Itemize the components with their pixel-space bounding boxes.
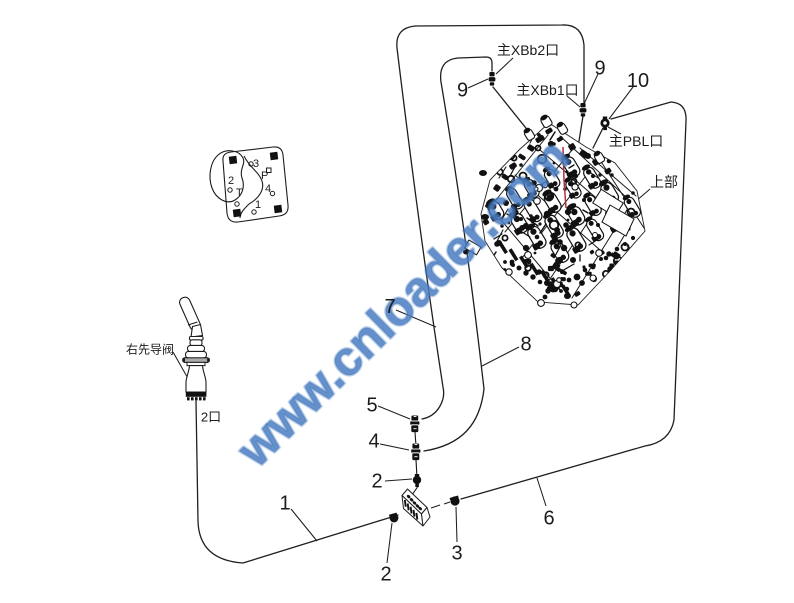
svg-text:1: 1	[279, 493, 290, 515]
svg-text:主XBb1口: 主XBb1口	[516, 82, 578, 98]
svg-text:10: 10	[627, 70, 649, 92]
svg-text:2: 2	[371, 471, 382, 493]
svg-text:5: 5	[366, 395, 377, 417]
svg-text:1: 1	[255, 199, 261, 211]
svg-text:8: 8	[520, 334, 531, 356]
svg-text:上部: 上部	[650, 174, 678, 190]
svg-text:9: 9	[457, 80, 468, 102]
svg-text:右先导阀: 右先导阀	[126, 342, 174, 357]
svg-text:4: 4	[368, 431, 379, 453]
svg-text:3: 3	[253, 158, 259, 170]
svg-text:6: 6	[543, 508, 554, 530]
svg-text:T: T	[236, 187, 243, 199]
svg-text:3: 3	[451, 543, 462, 565]
svg-text:主PBL口: 主PBL口	[609, 133, 663, 149]
svg-text:2: 2	[380, 564, 391, 586]
svg-text:主XBb2口: 主XBb2口	[497, 42, 559, 58]
svg-text:2: 2	[228, 175, 234, 187]
svg-text:P: P	[261, 170, 268, 182]
svg-text:2口: 2口	[201, 410, 221, 425]
svg-text:9: 9	[594, 58, 605, 80]
svg-text:4: 4	[265, 183, 271, 195]
